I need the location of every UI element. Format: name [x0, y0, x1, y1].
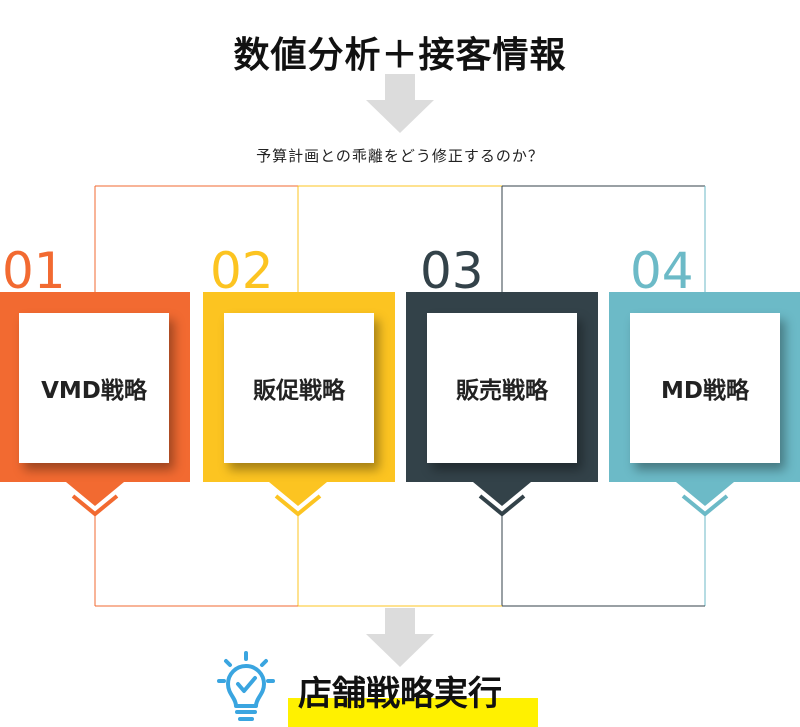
card-inner: 販売戦略	[427, 313, 577, 463]
card-label: 販売戦略	[456, 378, 548, 404]
pointer-01	[66, 482, 124, 517]
card-inner: 販促戦略	[224, 313, 374, 463]
question-text: 予算計画との乖離をどう修正するのか？	[256, 147, 544, 165]
card-label: MD戦略	[661, 378, 749, 404]
pointer-04	[676, 482, 734, 517]
card-sales-strategy: 販売戦略	[406, 292, 598, 482]
step-number-04: 04	[630, 246, 694, 296]
card-pointers	[66, 482, 734, 517]
title-highlight	[288, 698, 538, 727]
card-inner: VMD戦略	[19, 313, 169, 463]
pointer-03	[473, 482, 531, 517]
down-arrow-top	[366, 74, 434, 133]
card-promotion-strategy: 販促戦略	[203, 292, 395, 482]
step-number-03: 03	[420, 246, 484, 296]
card-vmd-strategy: VMD戦略	[0, 292, 190, 482]
down-arrow-bottom	[366, 608, 434, 667]
page-title: 数値分析＋接客情報	[233, 35, 567, 76]
card-label: VMD戦略	[41, 378, 147, 404]
step-number-01: 01	[2, 246, 66, 296]
card-md-strategy: MD戦略	[609, 292, 800, 482]
lightbulb-check-icon	[217, 651, 275, 721]
step-number-02: 02	[210, 246, 274, 296]
pointer-02	[269, 482, 327, 517]
card-inner: MD戦略	[630, 313, 780, 463]
card-label: 販促戦略	[253, 378, 345, 404]
result-title: 店舗戦略実行	[298, 674, 502, 714]
